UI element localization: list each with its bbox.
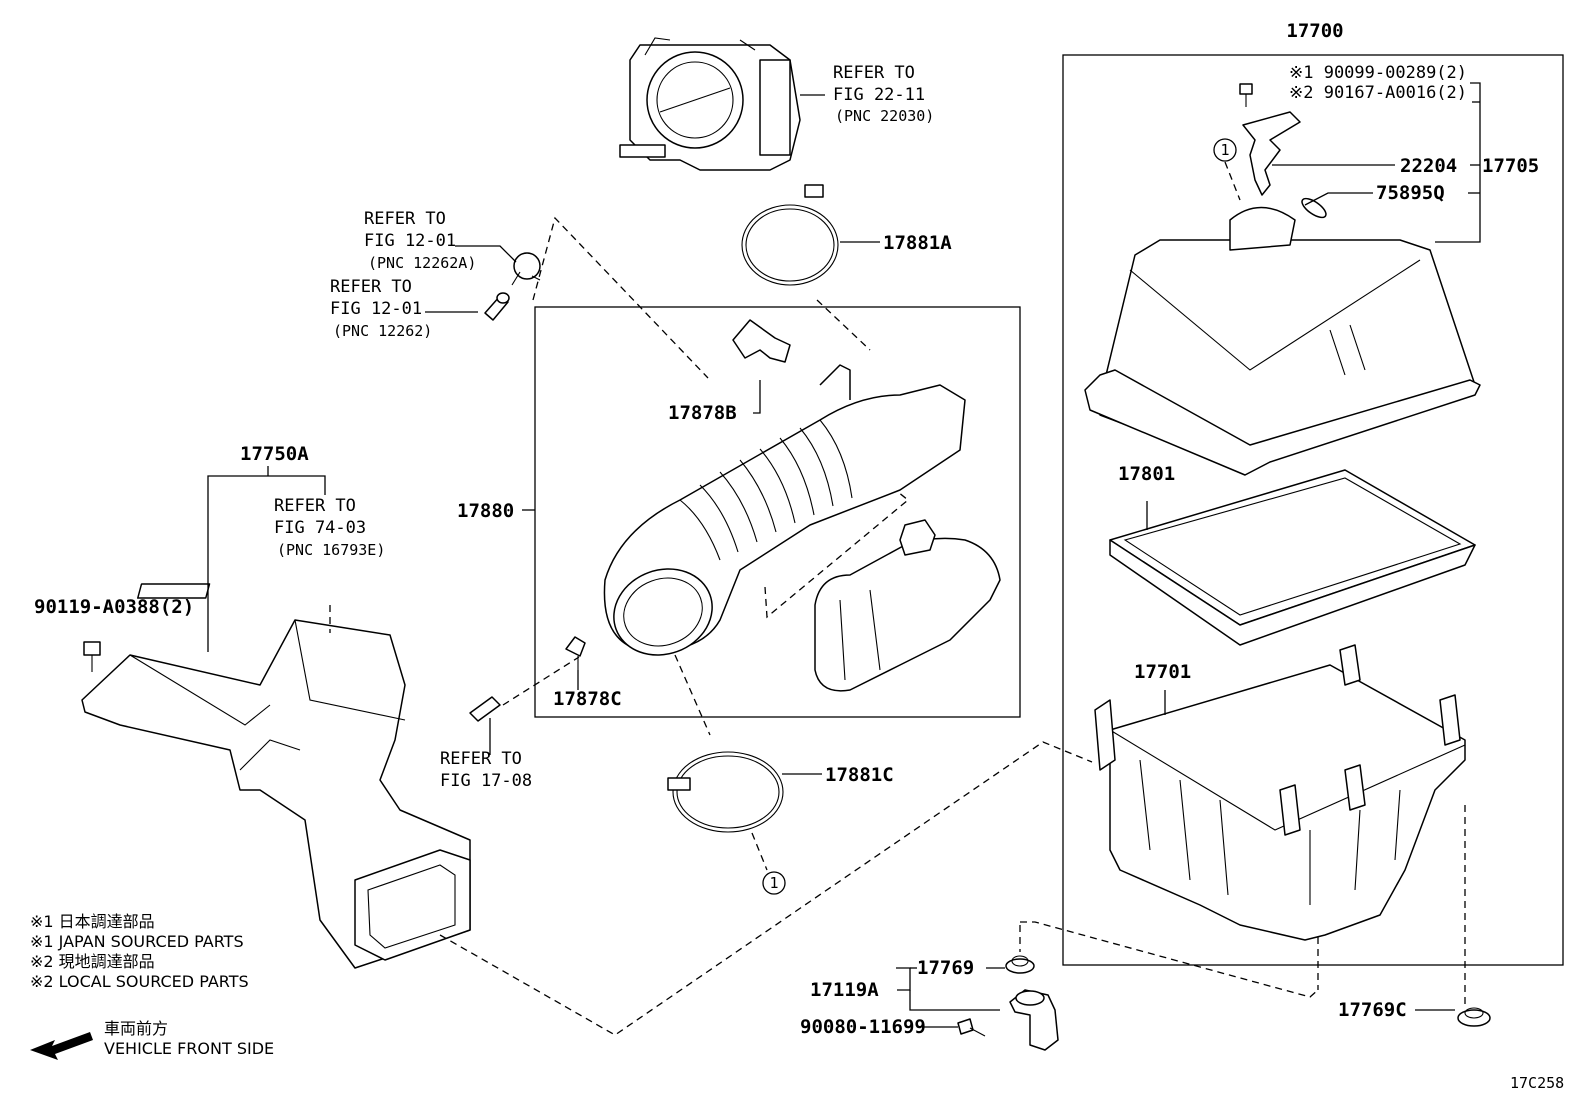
clamp-17881c-illustration bbox=[667, 751, 784, 833]
label-17769: 17769 bbox=[917, 957, 974, 979]
ref-7403-line1: REFER TO bbox=[274, 496, 356, 516]
label-17119a: 17119A bbox=[810, 979, 879, 1001]
air-cleaner-cap-illustration bbox=[1084, 206, 1481, 476]
label-22204: 22204 bbox=[1400, 155, 1457, 177]
hose-12262-illustration bbox=[484, 292, 510, 321]
front-label-jp: 車両前方 bbox=[104, 1019, 168, 1038]
ref-7403-line3: (PNC 16793E) bbox=[277, 541, 385, 559]
ref-throttle-line1: REFER TO bbox=[833, 63, 915, 83]
ref-1708-line2: FIG 17-08 bbox=[440, 771, 532, 791]
circle-marker-bottom: 1 bbox=[769, 874, 778, 892]
ref-1201a-line3: (PNC 12262A) bbox=[368, 254, 476, 272]
label-17750a: 17750A bbox=[240, 443, 309, 465]
resonator-illustration bbox=[814, 519, 1001, 692]
circle-marker-top: 1 bbox=[1220, 141, 1229, 159]
clamp-17881a-illustration bbox=[741, 184, 839, 286]
throttle-body-illustration bbox=[619, 37, 801, 171]
label-90099: ※1 90099-00289(2) bbox=[1289, 63, 1467, 83]
label-90080: 90080-11699 bbox=[800, 1016, 926, 1038]
grommet-17769c-illustration bbox=[1457, 1007, 1491, 1027]
label-75895q: 75895Q bbox=[1376, 182, 1445, 204]
label-17881a: 17881A bbox=[883, 232, 952, 254]
bolt-90119-illustration bbox=[83, 641, 101, 672]
label-17701: 17701 bbox=[1134, 661, 1191, 683]
ref-1201a-line2: FIG 12-01 bbox=[364, 231, 456, 251]
ref-1708-line1: REFER TO bbox=[440, 749, 522, 769]
air-filter-element-illustration bbox=[1109, 469, 1476, 646]
ref-1201a-line1: REFER TO bbox=[364, 209, 446, 229]
ref-throttle-line2: FIG 22-11 bbox=[833, 85, 925, 105]
screw-90099-illustration bbox=[1239, 83, 1253, 107]
valve-17878c-illustration bbox=[565, 636, 586, 670]
legend-line-4: ※2 LOCAL SOURCED PARTS bbox=[30, 972, 249, 991]
front-label-en: VEHICLE FRONT SIDE bbox=[104, 1039, 274, 1058]
label-17881c: 17881C bbox=[825, 764, 894, 786]
label-17769c: 17769C bbox=[1338, 999, 1407, 1021]
inlet-hose-illustration bbox=[603, 364, 966, 656]
label-17880: 17880 bbox=[457, 500, 514, 522]
bracket-17119a-illustration bbox=[1009, 989, 1059, 1051]
pipe-1708-illustration bbox=[469, 696, 501, 722]
label-17705: 17705 bbox=[1482, 155, 1539, 177]
air-inlet-duct-illustration bbox=[81, 619, 471, 969]
figure-code: 17C258 bbox=[1510, 1074, 1564, 1092]
air-cleaner-case-illustration bbox=[1094, 644, 1466, 941]
ref-throttle-line3: (PNC 22030) bbox=[835, 107, 934, 125]
connector-12262a-illustration bbox=[511, 252, 541, 286]
inlet-hose-assy-frame bbox=[534, 306, 1021, 718]
air-cleaner-assy-frame bbox=[1062, 54, 1564, 966]
ref-1201b-line2: FIG 12-01 bbox=[330, 299, 422, 319]
label-17878c: 17878C bbox=[553, 688, 622, 710]
arrow-left-icon bbox=[30, 1032, 93, 1060]
gasket-75895q-illustration bbox=[1301, 197, 1327, 219]
label-17801: 17801 bbox=[1118, 463, 1175, 485]
ref-1201b-line3: (PNC 12262) bbox=[333, 322, 432, 340]
bolt-90080-illustration bbox=[957, 1018, 986, 1037]
label-17700: 17700 bbox=[1286, 20, 1343, 42]
label-90119: 90119-A0388(2) bbox=[34, 596, 194, 618]
legend-line-2: ※1 JAPAN SOURCED PARTS bbox=[30, 932, 244, 951]
legend-line-3: ※2 現地調達部品 bbox=[30, 952, 155, 971]
sensor-22204-illustration bbox=[1242, 111, 1301, 196]
ref-7403-line2: FIG 74-03 bbox=[274, 518, 366, 538]
label-17878b: 17878B bbox=[668, 402, 737, 424]
legend-line-1: ※1 日本調達部品 bbox=[30, 912, 155, 931]
hose-17878b-illustration bbox=[732, 319, 791, 363]
ref-1201b-line1: REFER TO bbox=[330, 277, 412, 297]
grommet-17769-illustration bbox=[1005, 955, 1035, 974]
label-90167: ※2 90167-A0016(2) bbox=[1289, 83, 1467, 103]
